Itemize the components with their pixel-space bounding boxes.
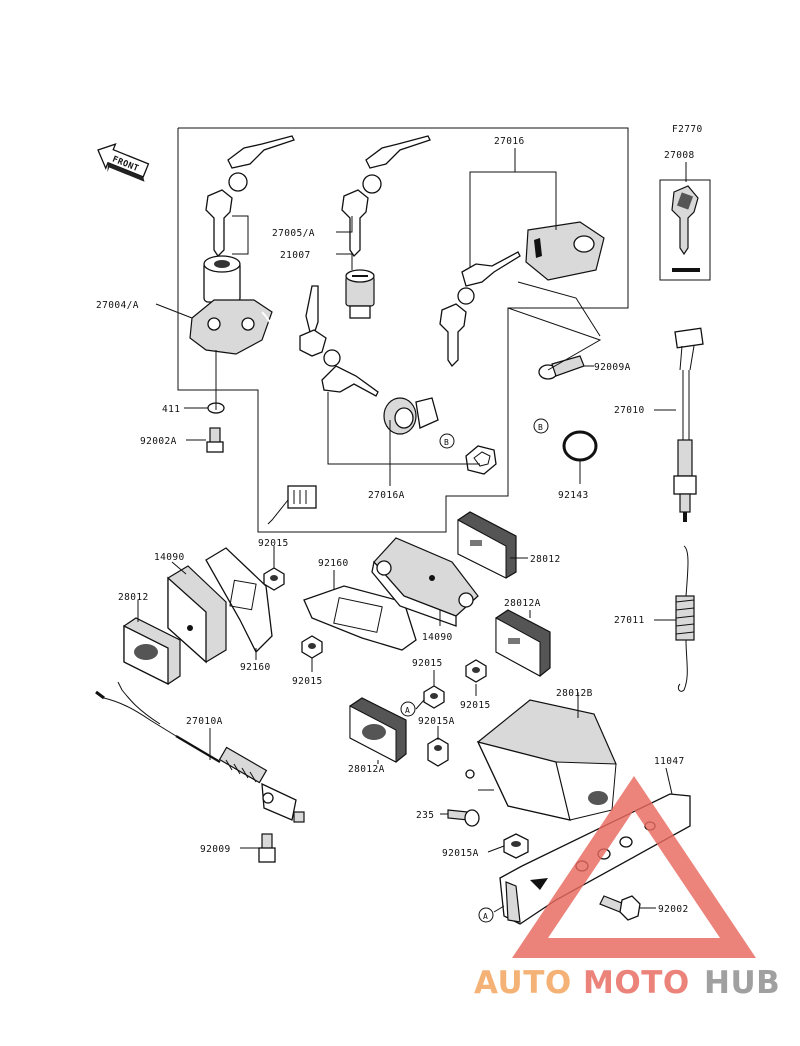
seat-lock-27016-icon	[439, 221, 605, 368]
bolt-92009a-icon	[538, 355, 585, 380]
bolt-92002a-icon	[206, 427, 224, 453]
label-92015-top: 92015	[258, 538, 289, 549]
ref-marker-a1: A	[400, 701, 416, 717]
watermark-hub: HUB	[704, 965, 780, 1001]
label-14090-left: 14090	[154, 552, 185, 563]
nut-92015-mid-icon	[423, 685, 445, 709]
key-27008-icon	[671, 185, 700, 272]
ignition-switch-icon	[189, 255, 317, 525]
watermark-auto: AUTO	[474, 965, 572, 1001]
label-92160-left: 92160	[240, 662, 271, 673]
label-28012a-left: 28012A	[348, 764, 385, 775]
lamp-assembly-mid-icon	[303, 537, 479, 651]
watermark-moto: MOTO	[583, 965, 690, 1001]
reflector-28012a-right-icon	[495, 609, 551, 677]
lamp-assembly-left-icon	[123, 547, 273, 686]
label-92015a-low: 92015A	[442, 848, 479, 859]
ref-marker-b1: B	[439, 433, 455, 449]
label-411: 411	[162, 404, 180, 415]
label-28012-left: 28012	[118, 592, 149, 603]
figure-code: F2770	[672, 124, 703, 135]
label-28012a-right: 28012A	[504, 598, 541, 609]
bolt-92002-icon	[599, 895, 641, 921]
nut-92015-top-icon	[263, 567, 285, 591]
label-92015a: 92015A	[418, 716, 455, 727]
ref-marker-a2: A	[478, 907, 494, 923]
helmet-lock-27016a-icon	[299, 285, 497, 475]
reflector-28012a-left-icon	[349, 697, 407, 763]
label-235: 235	[416, 810, 434, 821]
label-27010a: 27010A	[186, 716, 223, 727]
label-92002a: 92002A	[140, 436, 177, 447]
label-92143: 92143	[558, 490, 589, 501]
keys-27005a-icon	[205, 135, 295, 258]
label-14090-mid: 14090	[422, 632, 453, 643]
label-92015-left: 92015	[292, 676, 323, 687]
svg-text:B: B	[538, 423, 543, 432]
label-28012b: 28012B	[556, 688, 593, 699]
nut-92015-right-icon	[465, 659, 487, 683]
nut-92015a-low-icon	[503, 833, 529, 859]
ref-marker-b2: B	[533, 418, 549, 434]
callout-labels: 27016 27008 27005/A 21007 27004/A 92009A…	[96, 136, 695, 915]
leader-lines	[137, 148, 687, 913]
nut-92015-left-icon	[301, 635, 323, 659]
box-27008	[659, 179, 711, 281]
o-ring-92143-icon	[562, 430, 598, 462]
spring-27011-icon	[675, 545, 695, 692]
watermark-logo: AUTO MOTO HUB	[474, 776, 780, 1001]
label-92009a: 92009A	[594, 362, 631, 373]
label-28012-right: 28012	[530, 554, 561, 565]
label-92009: 92009	[200, 844, 231, 855]
svg-text:B: B	[444, 438, 449, 447]
label-21007: 21007	[280, 250, 311, 261]
svg-text:A: A	[483, 912, 488, 921]
label-92015-right: 92015	[460, 700, 491, 711]
nut-92015a-icon	[427, 737, 449, 767]
reflector-28012-right-icon	[457, 511, 517, 579]
front-arrow-icon: FRONT	[97, 143, 150, 182]
tail-lamp-28012b-icon	[465, 699, 617, 821]
label-27011: 27011	[614, 615, 645, 626]
switch-27010-icon	[673, 327, 704, 522]
label-27005a: 27005/A	[272, 228, 315, 239]
keys-21007-icon	[341, 135, 431, 258]
lock-cylinder-21007-icon	[345, 269, 375, 319]
bolt-92009-icon	[258, 833, 276, 863]
label-27016: 27016	[494, 136, 525, 147]
label-27008: 27008	[664, 150, 695, 161]
label-92002: 92002	[658, 904, 689, 915]
label-92015-mid: 92015	[412, 658, 443, 669]
label-27010: 27010	[614, 405, 645, 416]
switch-cable-27010a-icon	[95, 681, 305, 823]
label-92160-top: 92160	[318, 558, 349, 569]
label-11047: 11047	[654, 756, 685, 767]
svg-text:A: A	[405, 706, 410, 715]
label-27004a: 27004/A	[96, 300, 139, 311]
bolt-235-icon	[447, 809, 480, 827]
group-box-ignition	[177, 127, 629, 533]
label-27016a: 27016A	[368, 490, 405, 501]
